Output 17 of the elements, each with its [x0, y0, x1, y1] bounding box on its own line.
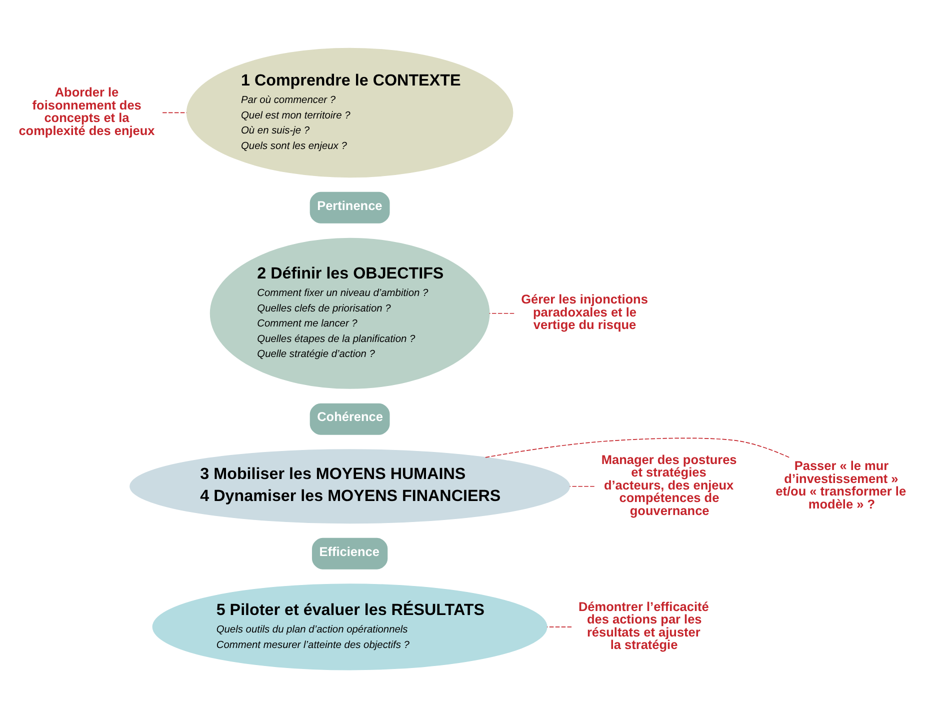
label: Cohérence	[317, 409, 383, 424]
label: Efficience	[319, 544, 380, 559]
connector	[484, 438, 790, 458]
node-text: Aborder le foisonnement des concepts et la complexité des enjeux	[18, 84, 155, 138]
label: Pertinence	[317, 198, 382, 213]
node-ellipse: 5 Piloter et évaluer les RÉSULTATS Quels outils du plan d’action opérationnels Comment mesurer l’atteinte des objectifs ?	[152, 584, 548, 670]
node-ellipse: 1 Comprendre le CONTEXTE Par où commencer ? Quel est mon territoire ? Où en suis-je ? Quels sont les enjeux ?	[186, 48, 514, 178]
node-ellipse: 3 Mobiliser les MOYENS HUMAINS 4 Dynamiser les MOYENS FINANCIERS	[130, 449, 570, 524]
connector	[569, 486, 595, 487]
node-text: Passer « le mur d’investissement » et/ou « transformer le modèle » ?	[776, 458, 906, 512]
node-text: Gérer les injonctions paradoxales et le vertige du risque	[521, 292, 648, 332]
connector	[162, 112, 188, 114]
connector	[546, 626, 572, 628]
connector	[488, 312, 515, 314]
node-text: Démontrer l’efficacité des actions par les résultats et ajuster la stratégie	[578, 598, 709, 652]
node-ellipse: 2 Définir les OBJECTIFS Comment fixer un niveau d’ambition ? Quelles clefs de priorisation ? Comment me lancer ? Quelles étapes de la planification ? Quelle stratégie d’action ?	[210, 238, 490, 389]
node-text: Manager des postures et stratégies d’acteurs, des enjeux compétences de gouvernance	[601, 452, 737, 518]
